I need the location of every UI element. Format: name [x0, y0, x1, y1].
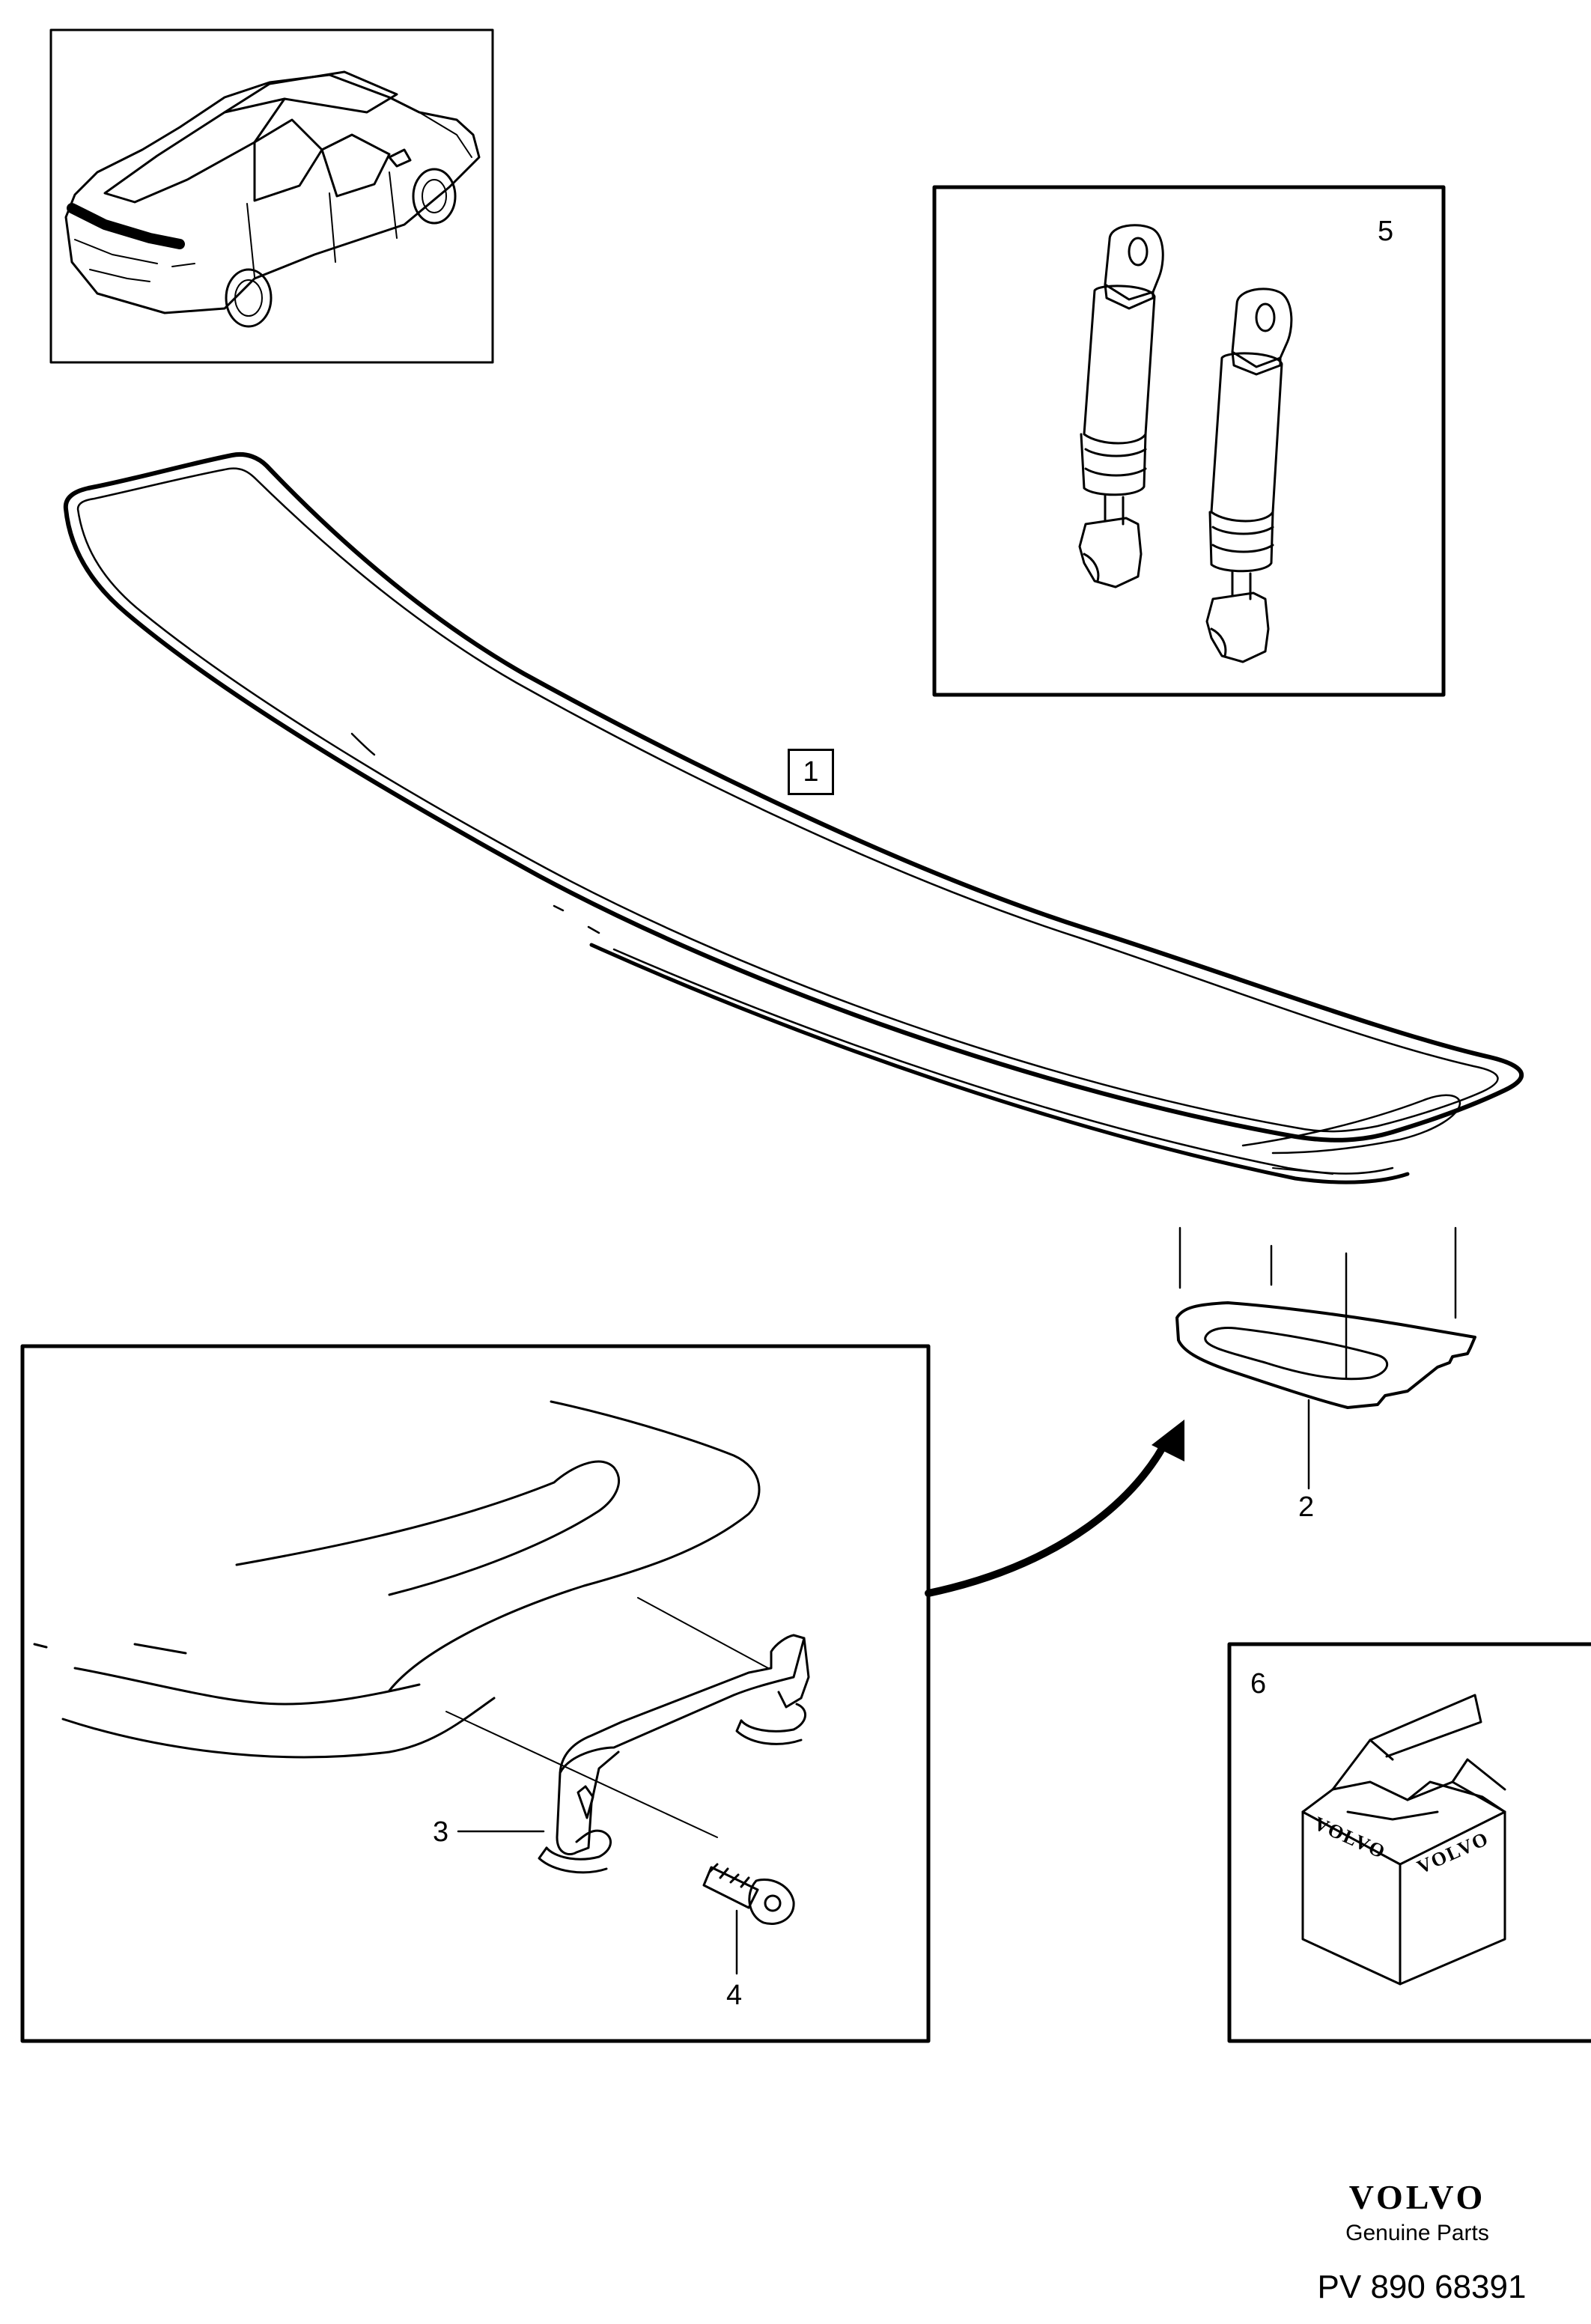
detail-arrowhead	[1152, 1420, 1184, 1461]
brand-subtitle: Genuine Parts	[1345, 2221, 1489, 2245]
bracket-detail-box	[20, 1344, 931, 2043]
callout-5: 5	[1378, 216, 1394, 247]
kit-box	[1227, 1642, 1591, 2043]
rear-spoiler	[63, 452, 1524, 1184]
callout-6: 6	[1250, 1668, 1267, 1700]
volvo-logo: VOLVO	[1348, 2178, 1486, 2216]
detail-arrow	[925, 1434, 1172, 1597]
callout-3: 3	[433, 1816, 449, 1848]
gasket	[1175, 1301, 1476, 1490]
callout-4: 4	[726, 1980, 743, 2011]
vehicle-location-thumbnail	[49, 28, 494, 364]
callout-2: 2	[1298, 1491, 1315, 1523]
callout-1: 1	[788, 749, 834, 795]
diagram-reference: PV 890 68391	[1317, 2269, 1527, 2305]
gas-struts-box	[932, 185, 1446, 697]
